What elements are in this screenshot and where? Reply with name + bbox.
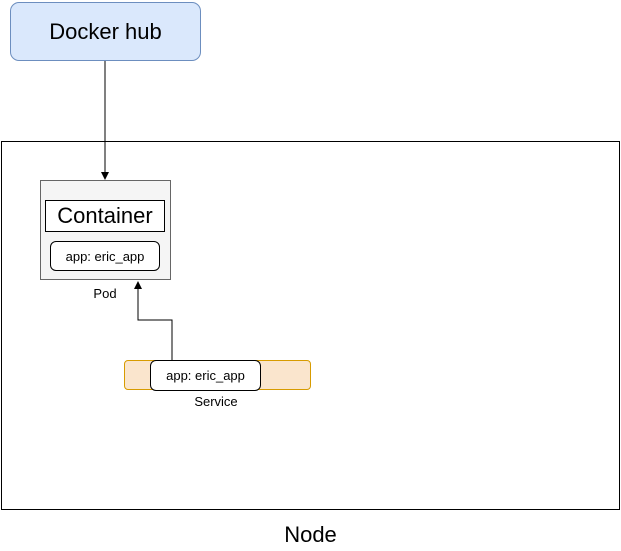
container-box: Container — [45, 200, 165, 232]
pod-selector-label: app: eric_app — [65, 248, 145, 264]
docker-hub-box: Docker hub — [10, 2, 201, 61]
container-label: Container — [57, 203, 153, 228]
pod-selector-label-box: app: eric_app — [50, 241, 160, 271]
docker-hub-label: Docker hub — [49, 18, 162, 44]
node-label: Node — [284, 522, 337, 547]
pod-label: Pod — [93, 285, 117, 301]
service-selector-label: app: eric_app — [166, 368, 245, 383]
service-label: Service — [194, 393, 238, 409]
service-selector-label-box: app: eric_app — [150, 360, 261, 391]
